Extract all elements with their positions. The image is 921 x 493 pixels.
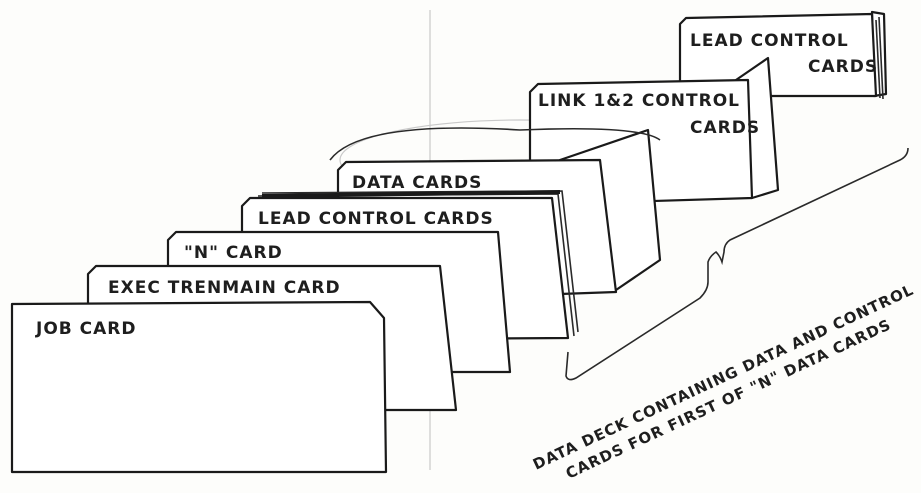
lead-control-front-label: LEAD CONTROL CARDS — [258, 209, 494, 229]
job-card-label: JOB CARD — [35, 319, 137, 339]
data-cards-label: DATA CARDS — [352, 173, 482, 193]
annotation-line-1: DATA DECK CONTAINING DATA AND CONTROL — [530, 281, 917, 474]
lead-control-back-label-2: CARDS — [808, 57, 878, 77]
link-control-label-1: LINK 1&2 CONTROL — [538, 91, 740, 111]
brace-annotation: DATA DECK CONTAINING DATA AND CONTROL CA… — [530, 281, 921, 493]
n-card-label: "N" CARD — [184, 243, 283, 263]
exec-card-label: EXEC TRENMAIN CARD — [108, 278, 341, 298]
annotation-line-2: CARDS FOR FIRST OF "N" DATA CARDS — [563, 315, 894, 482]
link-control-label-2: CARDS — [690, 118, 760, 138]
job-card: JOB CARD — [12, 302, 386, 472]
lead-control-back-label-1: LEAD CONTROL — [690, 31, 849, 51]
